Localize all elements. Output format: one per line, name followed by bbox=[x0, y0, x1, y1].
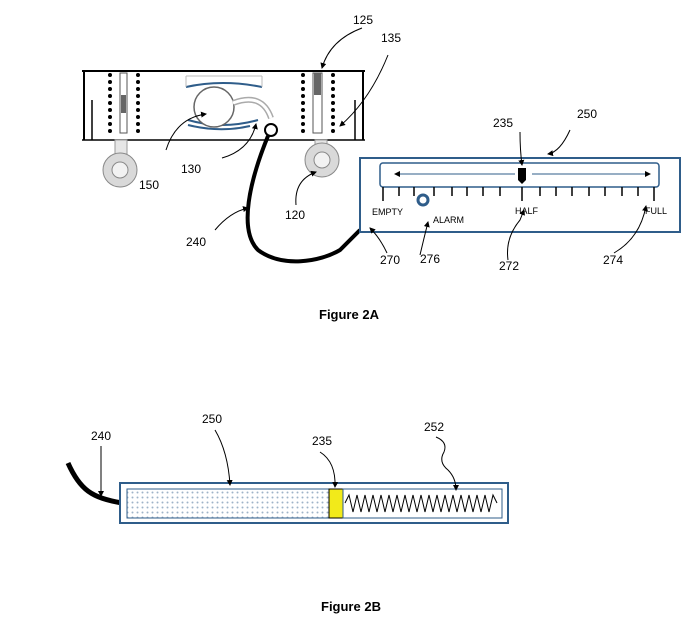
center-bladder bbox=[186, 76, 271, 129]
left-caster-wheel bbox=[103, 140, 137, 187]
figure-2a: EMPTY ALARM HALF FULL 125 135 150 130 12… bbox=[82, 13, 680, 322]
caption-figure-2a: Figure 2A bbox=[319, 307, 380, 322]
hose-240-b bbox=[68, 463, 122, 503]
ref-276: 276 bbox=[420, 252, 440, 266]
ref-252-b: 252 bbox=[424, 420, 444, 434]
ref-130: 130 bbox=[181, 162, 201, 176]
gauge-label-alarm: ALARM bbox=[433, 215, 464, 225]
ref-135: 135 bbox=[381, 31, 401, 45]
figure-2b: 240 250 235 252 Figure 2B bbox=[68, 412, 508, 614]
ref-270: 270 bbox=[380, 253, 400, 267]
right-spring-column bbox=[301, 73, 335, 133]
ref-150: 150 bbox=[139, 178, 159, 192]
ref-274: 274 bbox=[603, 253, 623, 267]
ref-235: 235 bbox=[493, 116, 513, 130]
caption-figure-2b: Figure 2B bbox=[321, 599, 381, 614]
piston bbox=[329, 489, 343, 518]
fluid-chamber bbox=[127, 489, 329, 518]
level-gauge: EMPTY ALARM HALF FULL bbox=[360, 158, 680, 232]
gauge-label-half: HALF bbox=[515, 206, 539, 216]
right-caster-wheel bbox=[305, 140, 339, 177]
ref-120: 120 bbox=[285, 208, 305, 222]
ref-250-b: 250 bbox=[202, 412, 222, 426]
ref-272: 272 bbox=[499, 259, 519, 273]
left-spring-column bbox=[108, 73, 140, 133]
ref-240-b: 240 bbox=[91, 429, 111, 443]
ref-250: 250 bbox=[577, 107, 597, 121]
hose-240 bbox=[248, 124, 360, 261]
ref-125: 125 bbox=[353, 13, 373, 27]
gauge-label-full: FULL bbox=[645, 206, 667, 216]
ref-240: 240 bbox=[186, 235, 206, 249]
ref-235-b: 235 bbox=[312, 434, 332, 448]
alarm-indicator-icon bbox=[418, 195, 428, 205]
gauge-label-empty: EMPTY bbox=[372, 207, 403, 217]
